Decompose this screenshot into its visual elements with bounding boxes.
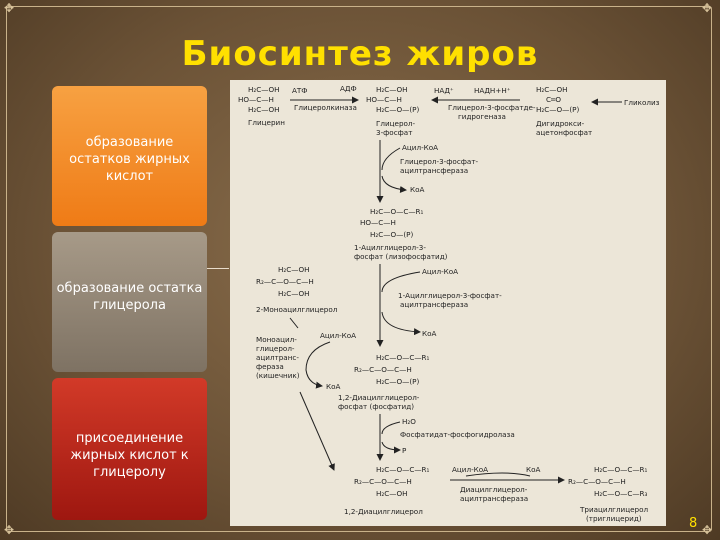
dhap-line: H₂C—O—(P)	[536, 105, 579, 114]
coa-curve	[381, 175, 407, 193]
dhap-name: ацетонфосфат	[536, 128, 592, 137]
step-esterification: присоединение жирных кислот к глицеролу	[52, 378, 207, 520]
dgat-label: Диацилглицерол-	[460, 485, 528, 494]
h2o-label: H₂O	[402, 417, 416, 426]
acyl-coa-label: Ацил-КоА	[422, 267, 458, 276]
mgat-label: (кишечник)	[256, 371, 300, 380]
coa-label: КоА	[526, 465, 541, 474]
pa-line: R₂—C—O—C—H	[354, 365, 412, 374]
adp-label: АДФ	[340, 84, 357, 93]
mgat-label: Моноацил-	[256, 335, 297, 344]
acyl-coa-label: Ацил-КоА	[452, 465, 488, 474]
p-label: P	[402, 446, 407, 455]
step-label: образование остатка глицерола	[56, 281, 203, 313]
pap-label: Фосфатидат-фосфогидролаза	[400, 430, 515, 439]
acyl-coa-curve	[381, 147, 401, 171]
mgat-label: ацилтранс-	[256, 353, 299, 362]
pa-line: H₂C—O—C—R₁	[376, 353, 430, 362]
coa-label: КоА	[422, 329, 437, 338]
mgat-label: глицерол-	[256, 344, 295, 353]
kinase-label: Глицеролкиназа	[294, 103, 357, 112]
glycerol-line: HO—C—H	[238, 95, 274, 104]
tag-line: R₂—C—O—C—H	[568, 477, 626, 486]
dgat-label: ацилтрансфераза	[460, 494, 528, 503]
mag-line: H₂C—OH	[278, 265, 310, 274]
mag-branch-line	[289, 317, 299, 329]
g3p-line: H₂C—O—(P)	[376, 105, 419, 114]
reaction-scheme-panel: H₂C—OH HO—C—H H₂C—OH Глицерин АТФ АДФ Гл…	[230, 80, 666, 526]
gpat-label: ацилтрансфераза	[400, 166, 468, 175]
coa-curve	[305, 341, 331, 389]
lpa-name: фосфат (лизофосфатид)	[354, 252, 448, 261]
step-fatty-acids: образование остатков жирных кислот	[52, 86, 207, 226]
p-curve	[381, 441, 401, 454]
lpa-name: 1-Ацилглицерол-3-	[354, 243, 426, 252]
atp-label: АТФ	[292, 86, 308, 95]
step-label: присоединение жирных кислот к глицеролу	[70, 431, 189, 480]
dag-line: H₂C—O—C—R₁	[376, 465, 430, 474]
agpat-label: 1-Ацилглицерол-3-фосфат-	[398, 291, 502, 300]
h2o-curve	[381, 421, 401, 435]
step-connector-line	[207, 268, 229, 269]
glycerol-name: Глицерин	[248, 118, 285, 127]
slide-title: Биосинтез жиров	[181, 34, 539, 74]
corner-ornament: ✥	[4, 1, 15, 15]
lpa-line: H₂C—O—(P)	[370, 230, 413, 239]
lpa-line: H₂C—O—C—R₁	[370, 207, 424, 216]
g3p-dh-label: Глицерол-3-фосфатде-	[448, 103, 536, 112]
pa-name: фосфат (фосфатид)	[338, 402, 414, 411]
coa-curve	[381, 311, 421, 336]
g3p-line: H₂C—OH	[376, 85, 408, 94]
step-glycerol: образование остатка глицерола	[52, 232, 207, 372]
dhap-line: C═O	[546, 95, 561, 104]
slide-border	[6, 6, 712, 532]
dhap-line: H₂C—OH	[536, 85, 568, 94]
mag-line: H₂C—OH	[278, 289, 310, 298]
g3p-name: Глицерол-	[376, 119, 416, 128]
acyl-coa-curve	[381, 271, 421, 293]
dag-name: 1,2-Диацилглицерол	[344, 507, 423, 516]
tag-line: H₂C—O—C—R₁	[594, 465, 648, 474]
g3p-dh-label: гидрогеназа	[458, 112, 506, 121]
acyl-coa-label: Ацил-КоА	[320, 331, 356, 340]
glycerol-line: H₂C—OH	[248, 105, 280, 114]
dag-line: R₂—C—O—C—H	[354, 477, 412, 486]
corner-ornament: ✥	[702, 1, 713, 15]
corner-ornament: ✥	[4, 523, 15, 537]
mgat-label: фераза	[256, 362, 284, 371]
coa-label: КоА	[410, 185, 425, 194]
nad-label: НАД⁺	[434, 86, 454, 95]
acyl-coa-label: Ацил-КоА	[402, 143, 438, 152]
page-number: 8	[689, 516, 698, 531]
pa-line: H₂C—O—(P)	[376, 377, 419, 386]
gpat-label: Глицерол-3-фосфат-	[400, 157, 479, 166]
tag-name: (триглицерид)	[586, 514, 642, 523]
corner-ornament: ✥	[702, 523, 713, 537]
mgat-arrow	[299, 391, 335, 471]
dag-line: H₂C—OH	[376, 489, 408, 498]
tag-line: H₂C—O—C—R₃	[594, 489, 648, 498]
lpa-line: HO—C—H	[360, 218, 396, 227]
g3p-name: 3-фосфат	[376, 128, 412, 137]
agpat-label: ацилтрансфераза	[400, 300, 468, 309]
tag-name: Триацилглицерол	[579, 505, 648, 514]
reaction-scheme: H₂C—OH HO—C—H H₂C—OH Глицерин АТФ АДФ Гл…	[238, 84, 660, 523]
mag-name: 2-Моноацилглицерол	[256, 305, 337, 314]
dgat-curve	[465, 472, 531, 477]
g3p-line: HO—C—H	[366, 95, 402, 104]
glycerol-line: H₂C—OH	[248, 85, 280, 94]
step-label: образование остатков жирных кислот	[69, 135, 190, 184]
glycolysis-label: Гликолиз	[624, 98, 660, 107]
mag-line: R₂—C—O—C—H	[256, 277, 314, 286]
nadh-label: НАДН+Н⁺	[474, 86, 511, 95]
dhap-name: Дигидрокси-	[536, 119, 585, 128]
coa-label: КоА	[326, 382, 341, 391]
pa-name: 1,2-Диацилглицерол-	[338, 393, 420, 402]
